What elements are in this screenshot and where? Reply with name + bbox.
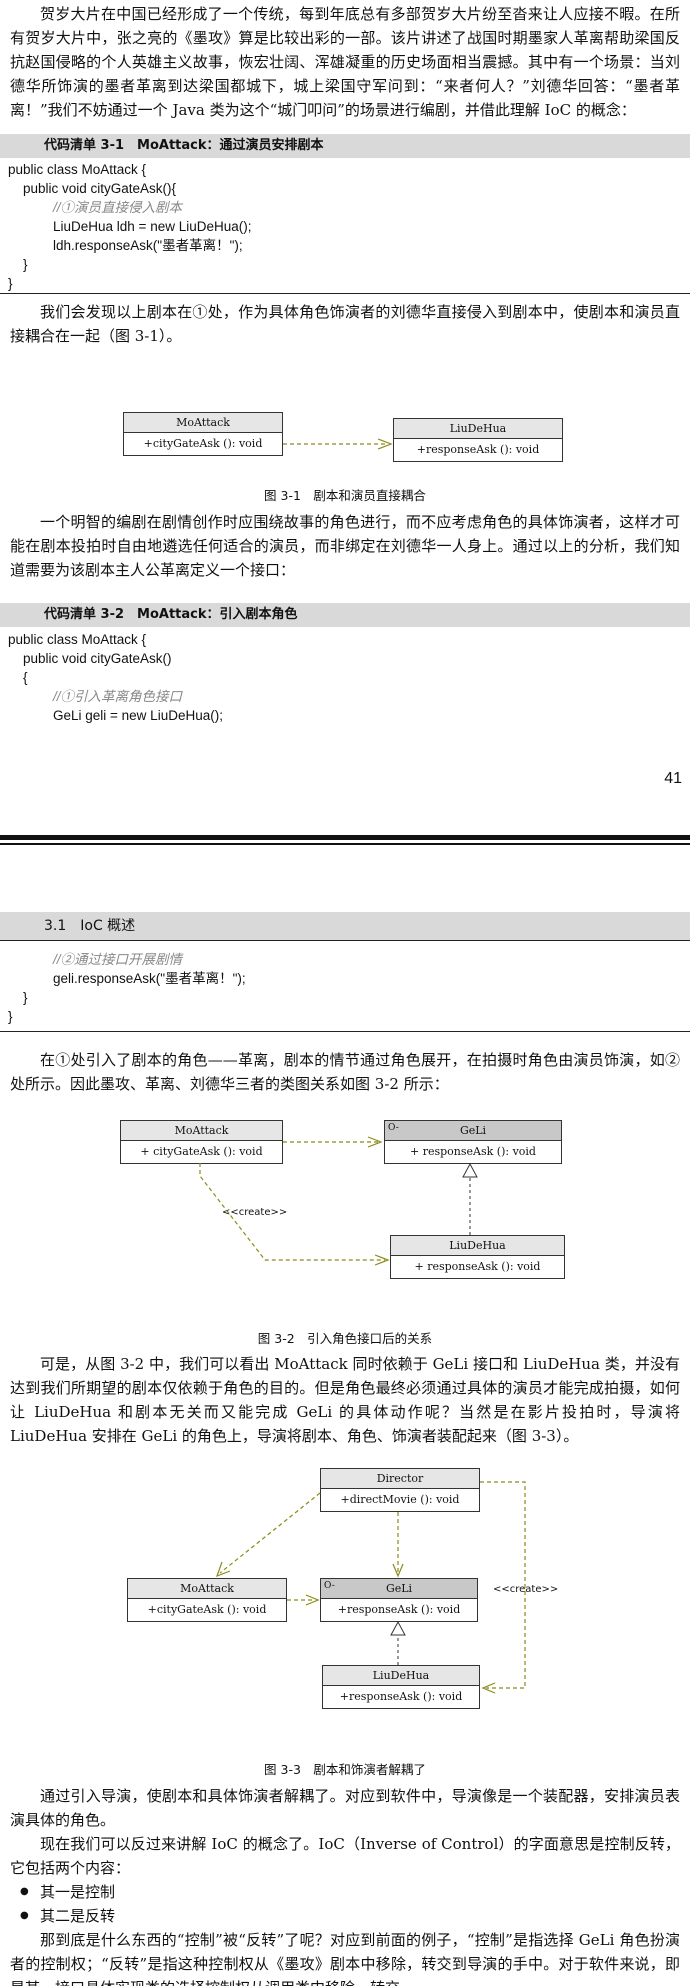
code-comment-line: //①演员直接侵入剧本 <box>53 200 183 215</box>
code-line: } <box>23 257 28 272</box>
director-class-op: +directMovie (): void <box>340 1493 460 1506</box>
moattack-class-op: +cityGateAsk (): void <box>147 1603 267 1616</box>
listing-2-code-continued: //②通过接口开展剧情 geli.responseAsk("墨者革离！");}} <box>8 950 246 1026</box>
moattack-class-op: +cityGateAsk (): void <box>143 437 263 450</box>
moattack-class-op: + cityGateAsk (): void <box>140 1145 263 1158</box>
coupling-paragraph: 我们会发现以上剧本在①处，作为具体角色饰演者的刘德华直接侵入到剧本中，使剧本和演… <box>10 303 680 345</box>
moattack-class-name: MoAttack <box>124 413 282 433</box>
create-label: <<create>> <box>493 1584 559 1595</box>
director-class-name: Director <box>321 1469 479 1489</box>
page-number: 41 <box>664 770 682 787</box>
figure-3-2-caption: 图 3-2 引入角色接口后的关系 <box>257 1331 433 1346</box>
geli-interface-box: O- GeLi +responseAsk (): void <box>320 1578 478 1622</box>
dependency-arrow <box>283 438 393 450</box>
liudehua-class-op: + responseAsk (): void <box>414 1260 541 1273</box>
section-header-rule <box>0 940 690 941</box>
listing-2-code: public class MoAttack { public void cityG… <box>8 630 223 725</box>
director-class-box: Director +directMovie (): void <box>320 1468 480 1512</box>
figure-3-3-caption: 图 3-3 剧本和饰演者解耦了 <box>264 1762 426 1777</box>
geli-interface-op: +responseAsk (): void <box>337 1603 461 1616</box>
code-line: LiuDeHua ldh = new LiuDeHua(); <box>53 219 252 234</box>
section-header: 3.1 IoC 概述 <box>0 912 690 940</box>
liudehua-class-op: +responseAsk (): void <box>339 1690 463 1703</box>
figure-3-2-connectors <box>199 1136 478 1266</box>
code-line: { <box>23 670 28 685</box>
page-break-bar <box>0 835 690 840</box>
geli-interface-box: O- GeLi + responseAsk (): void <box>384 1120 562 1164</box>
moattack-class-box: MoAttack +cityGateAsk (): void <box>123 412 283 456</box>
listing-2-rule <box>0 1031 690 1032</box>
figure-3-3: Director +directMovie (): void MoAttack … <box>0 1468 690 1728</box>
liudehua-class-op: +responseAsk (): void <box>416 443 540 456</box>
interface-mark: O- <box>324 1581 335 1591</box>
listing-2-title: 代码清单 3-2 MoAttack：引入剧本角色 <box>0 603 690 627</box>
code-line: ldh.responseAsk("墨者革离！"); <box>53 238 243 253</box>
liudehua-class-box: LiuDeHua + responseAsk (): void <box>390 1235 565 1279</box>
moattack-class-box: MoAttack + cityGateAsk (): void <box>120 1120 283 1164</box>
figure-3-1-caption: 图 3-1 剧本和演员直接耦合 <box>264 488 426 503</box>
code-line: } <box>23 990 28 1005</box>
page-1: 贺岁大片在中国已经形成了一个传统，每到年底总有多部贺岁大片纷至沓来让人应接不暇。… <box>0 0 690 787</box>
code-line: } <box>8 1009 13 1024</box>
liudehua-class-box: LiuDeHua +responseAsk (): void <box>393 418 563 462</box>
dependency-paragraph: 可是，从图 3-2 中，我们可以看出 MoAttack 同时依赖于 GeLi 接… <box>10 1355 680 1445</box>
code-line: geli.responseAsk("墨者革离！"); <box>53 971 246 986</box>
listing-1-title: 代码清单 3-1 MoAttack：通过演员安排剧本 <box>0 134 690 158</box>
code-line: GeLi geli = new LiuDeHua(); <box>53 708 223 723</box>
code-line: public class MoAttack { <box>8 632 147 647</box>
decouple-paragraph: 通过引入导演，使剧本和具体饰演者解耦了。对应到软件中，导演像是一个装配器，安排演… <box>10 1787 680 1829</box>
geli-interface-op: + responseAsk (): void <box>410 1145 536 1158</box>
moattack-class-box: MoAttack +cityGateAsk (): void <box>127 1578 287 1622</box>
code-line: } <box>8 276 13 291</box>
code-line: public void cityGateAsk() <box>23 651 172 666</box>
editor-paragraph: 一个明智的编剧在剧情创作时应围绕故事的角色进行，而不应考虑角色的具体饰演者，这样… <box>10 513 680 579</box>
code-line: public void cityGateAsk(){ <box>23 181 177 196</box>
code-comment-line: //①引入革离角色接口 <box>53 689 183 704</box>
liudehua-class-name: LiuDeHua <box>391 1236 564 1256</box>
figure-3-3-connectors <box>215 1481 526 1694</box>
geli-interface-name: GeLi <box>321 1579 477 1599</box>
code-comment-line: //②通过接口开展剧情 <box>53 952 183 967</box>
liudehua-class-name: LiuDeHua <box>323 1666 479 1686</box>
page-break-bar-thin <box>0 843 690 845</box>
liudehua-class-name: LiuDeHua <box>394 419 562 439</box>
liudehua-class-box: LiuDeHua +responseAsk (): void <box>322 1665 480 1709</box>
explanation-paragraph: 那到底是什么东西的“控制”被“反转”了呢？对应到前面的例子，“控制”是指选择 G… <box>10 1931 680 1986</box>
geli-interface-name: GeLi <box>385 1121 561 1141</box>
listing-1-code: public class MoAttack { public void cityG… <box>8 160 252 293</box>
ioc-paragraph: 现在我们可以反过来讲解 IoC 的概念了。IoC（Inverse of Cont… <box>10 1835 680 1877</box>
bullet-control: 其一是控制 <box>20 1880 115 1904</box>
intro-paragraph: 贺岁大片在中国已经形成了一个传统，每到年底总有多部贺岁大片纷至沓来让人应接不暇。… <box>10 5 680 119</box>
listing-1-rule <box>0 293 690 294</box>
bullet-inversion: 其二是反转 <box>20 1904 115 1928</box>
figure-3-2: MoAttack + cityGateAsk (): void O- GeLi … <box>0 1120 690 1320</box>
moattack-class-name: MoAttack <box>128 1579 286 1599</box>
role-paragraph: 在①处引入了剧本的角色——革离，剧本的情节通过角色展开，在拍摄时角色由演员饰演，… <box>10 1051 680 1093</box>
create-label: <<create>> <box>222 1207 288 1218</box>
interface-mark: O- <box>388 1123 399 1133</box>
figure-3-1: MoAttack +cityGateAsk (): void LiuDeHua … <box>0 412 690 472</box>
moattack-class-name: MoAttack <box>121 1121 282 1141</box>
page-2: 3.1 IoC 概述 //②通过接口开展剧情 geli.responseAsk("… <box>0 900 690 1986</box>
code-line: public class MoAttack { <box>8 162 147 177</box>
